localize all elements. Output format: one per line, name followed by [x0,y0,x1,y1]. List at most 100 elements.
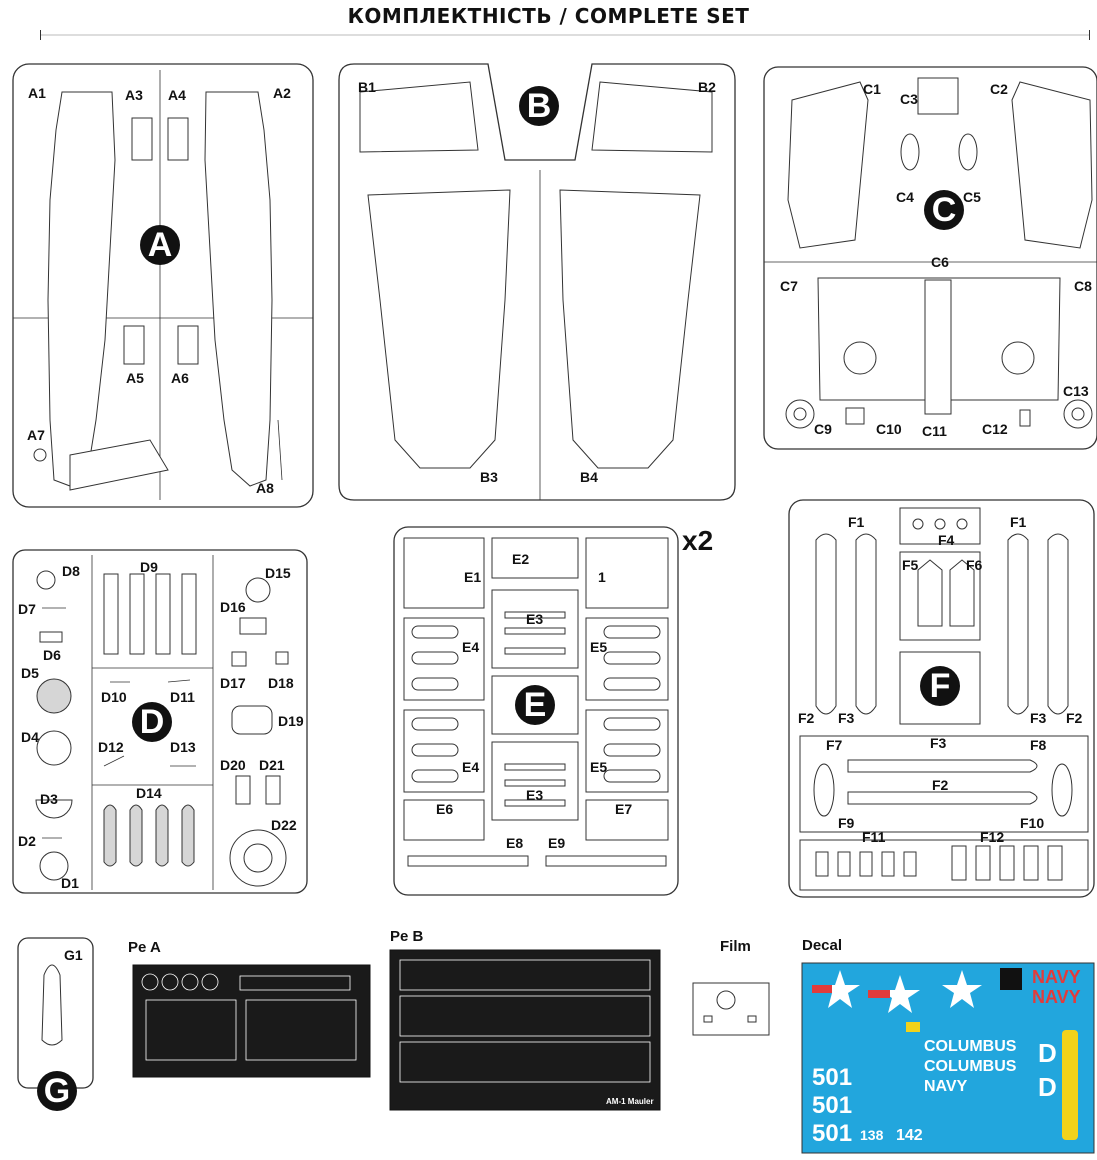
part-f12-b [975,845,991,881]
part-d22-hub [243,843,273,873]
part-f11-b [837,851,851,877]
part-d14-a [103,804,117,867]
label-d11: D11 [170,689,195,705]
sprue-e-letter: E [524,686,547,724]
part-d9-c [155,573,171,655]
part-f12-d [1023,845,1039,881]
fuselage-right-half [204,91,273,487]
star-insignia-2 [880,975,920,1013]
film-gauge-left [703,1015,713,1023]
part-e4-c [411,677,459,691]
part-c2 [1011,81,1093,249]
label-d1: D1 [61,875,79,891]
part-d14-c [155,804,169,867]
pe-b-row-2 [399,995,651,1037]
part-f3-horizontal [847,759,1038,773]
label-c2: C2 [990,81,1008,97]
part-d6 [39,631,63,643]
label-c8: C8 [1074,278,1092,294]
part-f3-tank-left-b [855,533,877,715]
label-a6: A6 [171,370,189,386]
label-d17: D17 [220,675,246,691]
part-e3-a [504,611,566,619]
label-e9: E9 [548,835,565,851]
part-e3-e [504,779,566,787]
part-d9-a [103,573,119,655]
decal-sheet: Decal NAVY NAVY COLUMBUS COLUMBUS NAVY 5… [801,937,1095,1154]
part-c11 [924,279,952,415]
decal-yellow-stripe [1062,1030,1078,1140]
sprue-e-multiplier: x2 [682,525,713,556]
cell-e2 [491,537,579,579]
decal-columbus-1: COLUMBUS [924,1038,1017,1055]
label-f3-left: F3 [838,710,855,726]
part-c9-hub [793,407,807,421]
label-d15: D15 [265,565,291,581]
label-d9: D9 [140,559,158,575]
label-f1-right: F1 [1010,514,1027,530]
pe-b-title: Pe B [390,928,424,945]
label-f2-right: F2 [1066,710,1083,726]
pe-a-ring-3 [181,973,199,991]
label-d12: D12 [98,739,124,755]
label-c13: C13 [1063,383,1089,399]
label-c5: C5 [963,189,981,205]
part-f6 [949,559,975,627]
part-e5-b [603,651,661,665]
sprue-f-letter: F [930,667,951,705]
label-e3-b: E3 [526,787,543,803]
label-e1-alt: 1 [598,569,606,585]
part-c1 [787,81,869,249]
pe-b-row-1 [399,959,651,991]
sprue-a-letter: A [148,226,173,264]
label-e3: E3 [526,611,543,627]
label-d19: D19 [278,713,304,729]
decal-black-block [1000,968,1022,990]
part-f11-d [881,851,895,877]
part-c12 [1019,409,1031,427]
label-f1: F1 [848,514,865,530]
pe-a-ring-1 [141,973,159,991]
label-b1: B1 [358,79,376,95]
part-d14-b [129,804,143,867]
pe-a-fret: Pe A [128,939,371,1078]
pe-b-sheet [389,949,661,1111]
sprue-e-badge [515,685,555,725]
part-f4-c [956,518,968,530]
label-e8: E8 [506,835,523,851]
label-d3: D3 [40,791,58,807]
part-a6 [177,325,199,365]
label-d16: D16 [220,599,246,615]
label-f12: F12 [980,829,1004,845]
film-frame [692,982,770,1036]
label-d21: D21 [259,757,285,773]
label-d10: D10 [101,689,127,705]
decal-navy-3: NAVY [924,1078,968,1095]
pe-b-fret: Pe B AM-1 Mauler [389,928,661,1111]
star-insignia-3 [942,970,982,1008]
label-a5: A5 [126,370,144,386]
decal-title: Decal [802,937,842,954]
part-d21 [265,775,281,805]
sprue-d-letter: D [140,703,165,741]
part-f2-tank-right-b [1047,533,1069,715]
part-g1-canopy [41,964,63,1046]
label-c12: C12 [982,421,1008,437]
label-d20: D20 [220,757,246,773]
part-d8 [36,570,56,590]
part-e3-b [504,627,566,635]
insignia-bar-red-1 [812,985,832,993]
part-e5-a [603,625,661,639]
label-e4: E4 [462,639,479,655]
film-title: Film [720,938,751,955]
cell-e1-copy [585,537,669,609]
part-e9 [545,855,667,867]
part-e3-c [504,647,566,655]
part-e5-f [603,769,661,783]
decal-138: 138 [860,1127,884,1143]
label-d22: D22 [271,817,297,833]
part-f12-c [999,845,1015,881]
decal-yellow-patch [906,1022,920,1032]
part-d9-d [181,573,197,655]
film-sheet: Film [692,938,770,1036]
